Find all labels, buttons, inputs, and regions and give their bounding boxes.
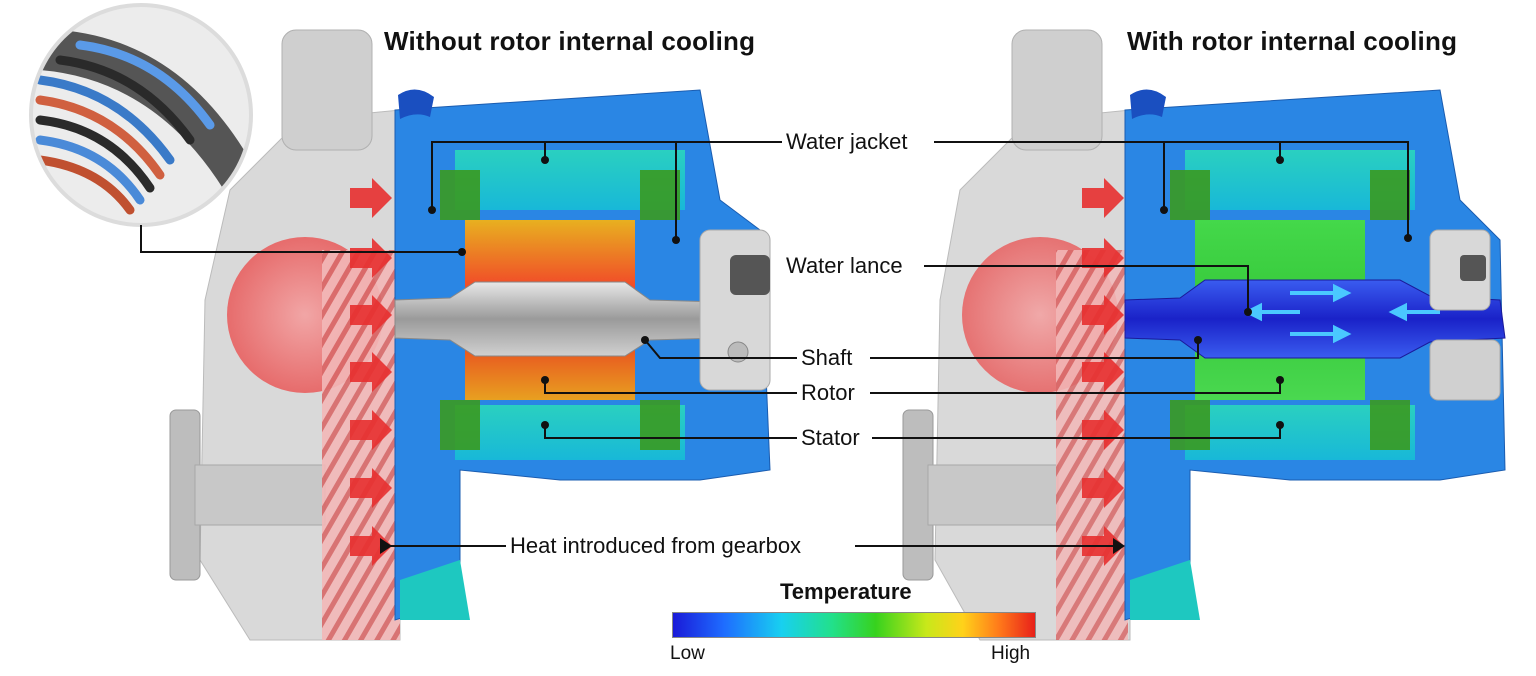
legend-low: Low [670,643,705,664]
legend-title: Temperature [780,579,912,604]
heat-arrows [350,178,392,566]
temperature-scale-bar [672,612,1036,638]
label-shaft: Shaft [797,345,857,371]
title-without-cooling: Without rotor internal cooling [384,26,756,56]
legend-high: High [991,643,1031,664]
stator-winding-zoom [29,3,253,227]
label-water-lance: Water lance [782,253,907,279]
coolant-flow-arrows [1243,283,1440,344]
leader-lines [140,141,1409,547]
label-stator: Stator [797,425,864,451]
right-motor [902,29,1506,641]
title-with-cooling: With rotor internal cooling [1127,26,1458,56]
actuator-housing [281,29,373,151]
leader-dots [380,156,1412,554]
label-heat-from-gearbox: Heat introduced from gearbox [506,533,806,559]
right-shaft-lance [1124,279,1506,359]
label-rotor: Rotor [797,380,859,406]
label-water-jacket: Water jacket [782,129,912,155]
